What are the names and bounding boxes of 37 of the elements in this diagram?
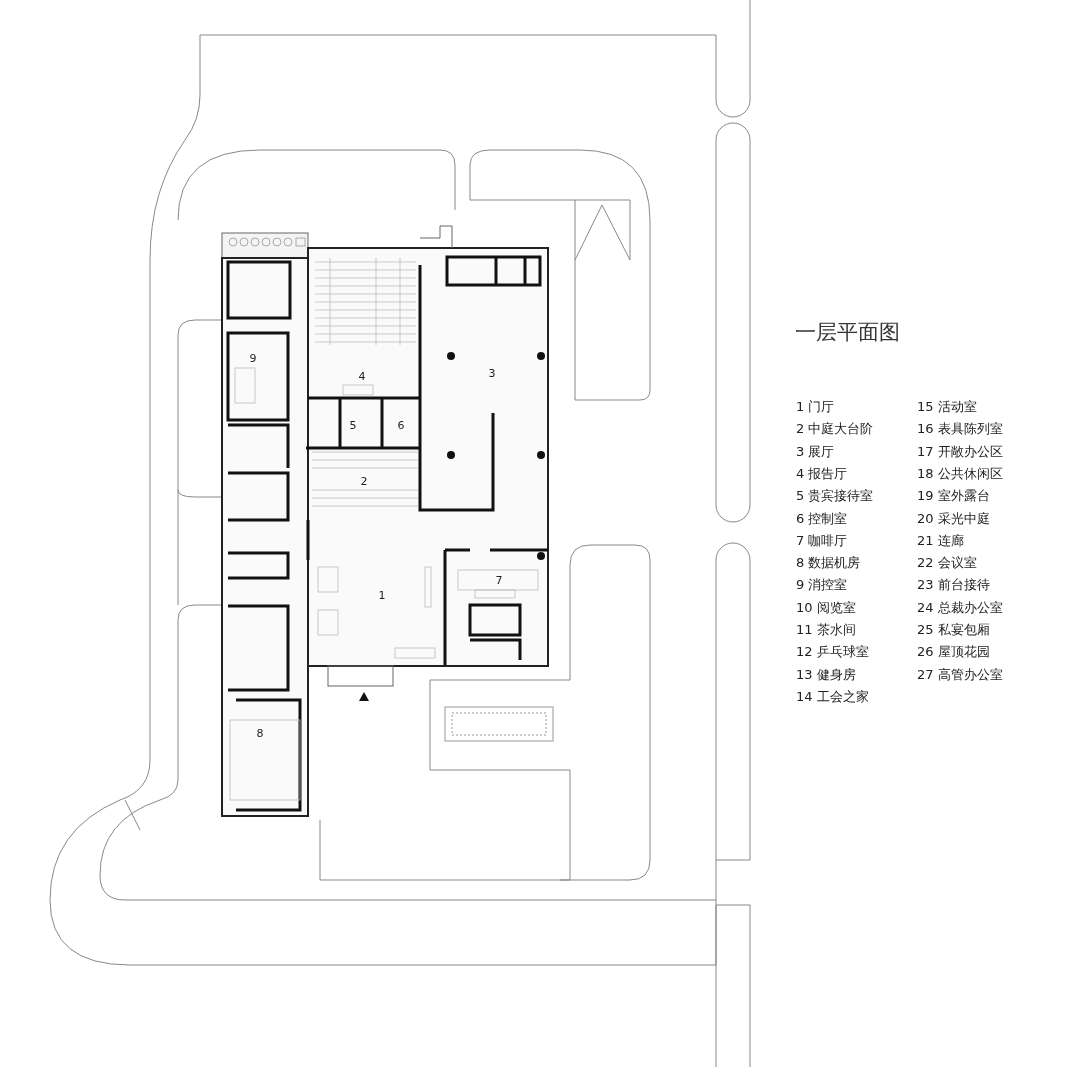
legend-entry: 12 乒乓球室 (796, 645, 869, 659)
legend-entry: 23 前台接待 (917, 578, 990, 592)
legend-entry: 7 咖啡厅 (796, 533, 848, 547)
legend-entry: 21 连廊 (917, 533, 964, 547)
room-number: 8 (256, 727, 264, 739)
legend-entry: 19 室外露台 (917, 489, 990, 503)
plan-title: 一层平面图 (795, 322, 900, 343)
legend-entry: 9 消控室 (796, 578, 848, 592)
legend-entry: 8 数据机房 (796, 556, 861, 570)
room-number: 3 (488, 367, 496, 379)
legend-entry: 16 表具陈列室 (917, 422, 1003, 436)
legend-entry: 5 贵宾接待室 (796, 489, 874, 503)
legend-entry: 24 总裁办公室 (917, 600, 1003, 614)
legend-entry: 10 阅览室 (796, 600, 856, 614)
legend-entry: 25 私宴包厢 (917, 623, 990, 636)
legend-entry: 26 屋顶花园 (917, 645, 990, 659)
legend-entry: 15 活动室 (917, 400, 977, 413)
room-number: 9 (249, 352, 257, 364)
room-number: 6 (397, 419, 405, 431)
legend-entry: 11 茶水间 (796, 623, 856, 636)
legend-entry: 18 公共休闲区 (917, 466, 1003, 480)
room-number: 1 (378, 589, 386, 601)
room-number: 7 (495, 574, 503, 586)
room-number: 2 (360, 475, 368, 487)
legend-entry: 13 健身房 (796, 667, 856, 681)
room-number: 4 (358, 370, 366, 382)
legend-entry: 22 会议室 (917, 556, 977, 570)
legend-entry: 6 控制室 (796, 511, 848, 525)
legend-entry: 1 门厅 (796, 400, 835, 413)
room-number: 5 (349, 419, 357, 431)
legend-entry: 3 展厅 (796, 444, 835, 458)
legend-entry: 27 高管办公室 (917, 667, 1003, 681)
legend-entry: 17 开敞办公区 (917, 444, 1003, 458)
legend-entry: 2 中庭大台阶 (796, 422, 874, 436)
legend-entry: 4 报告厅 (796, 466, 848, 480)
legend-entry: 20 采光中庭 (917, 511, 990, 525)
legend-entry: 14 工会之家 (796, 689, 869, 703)
